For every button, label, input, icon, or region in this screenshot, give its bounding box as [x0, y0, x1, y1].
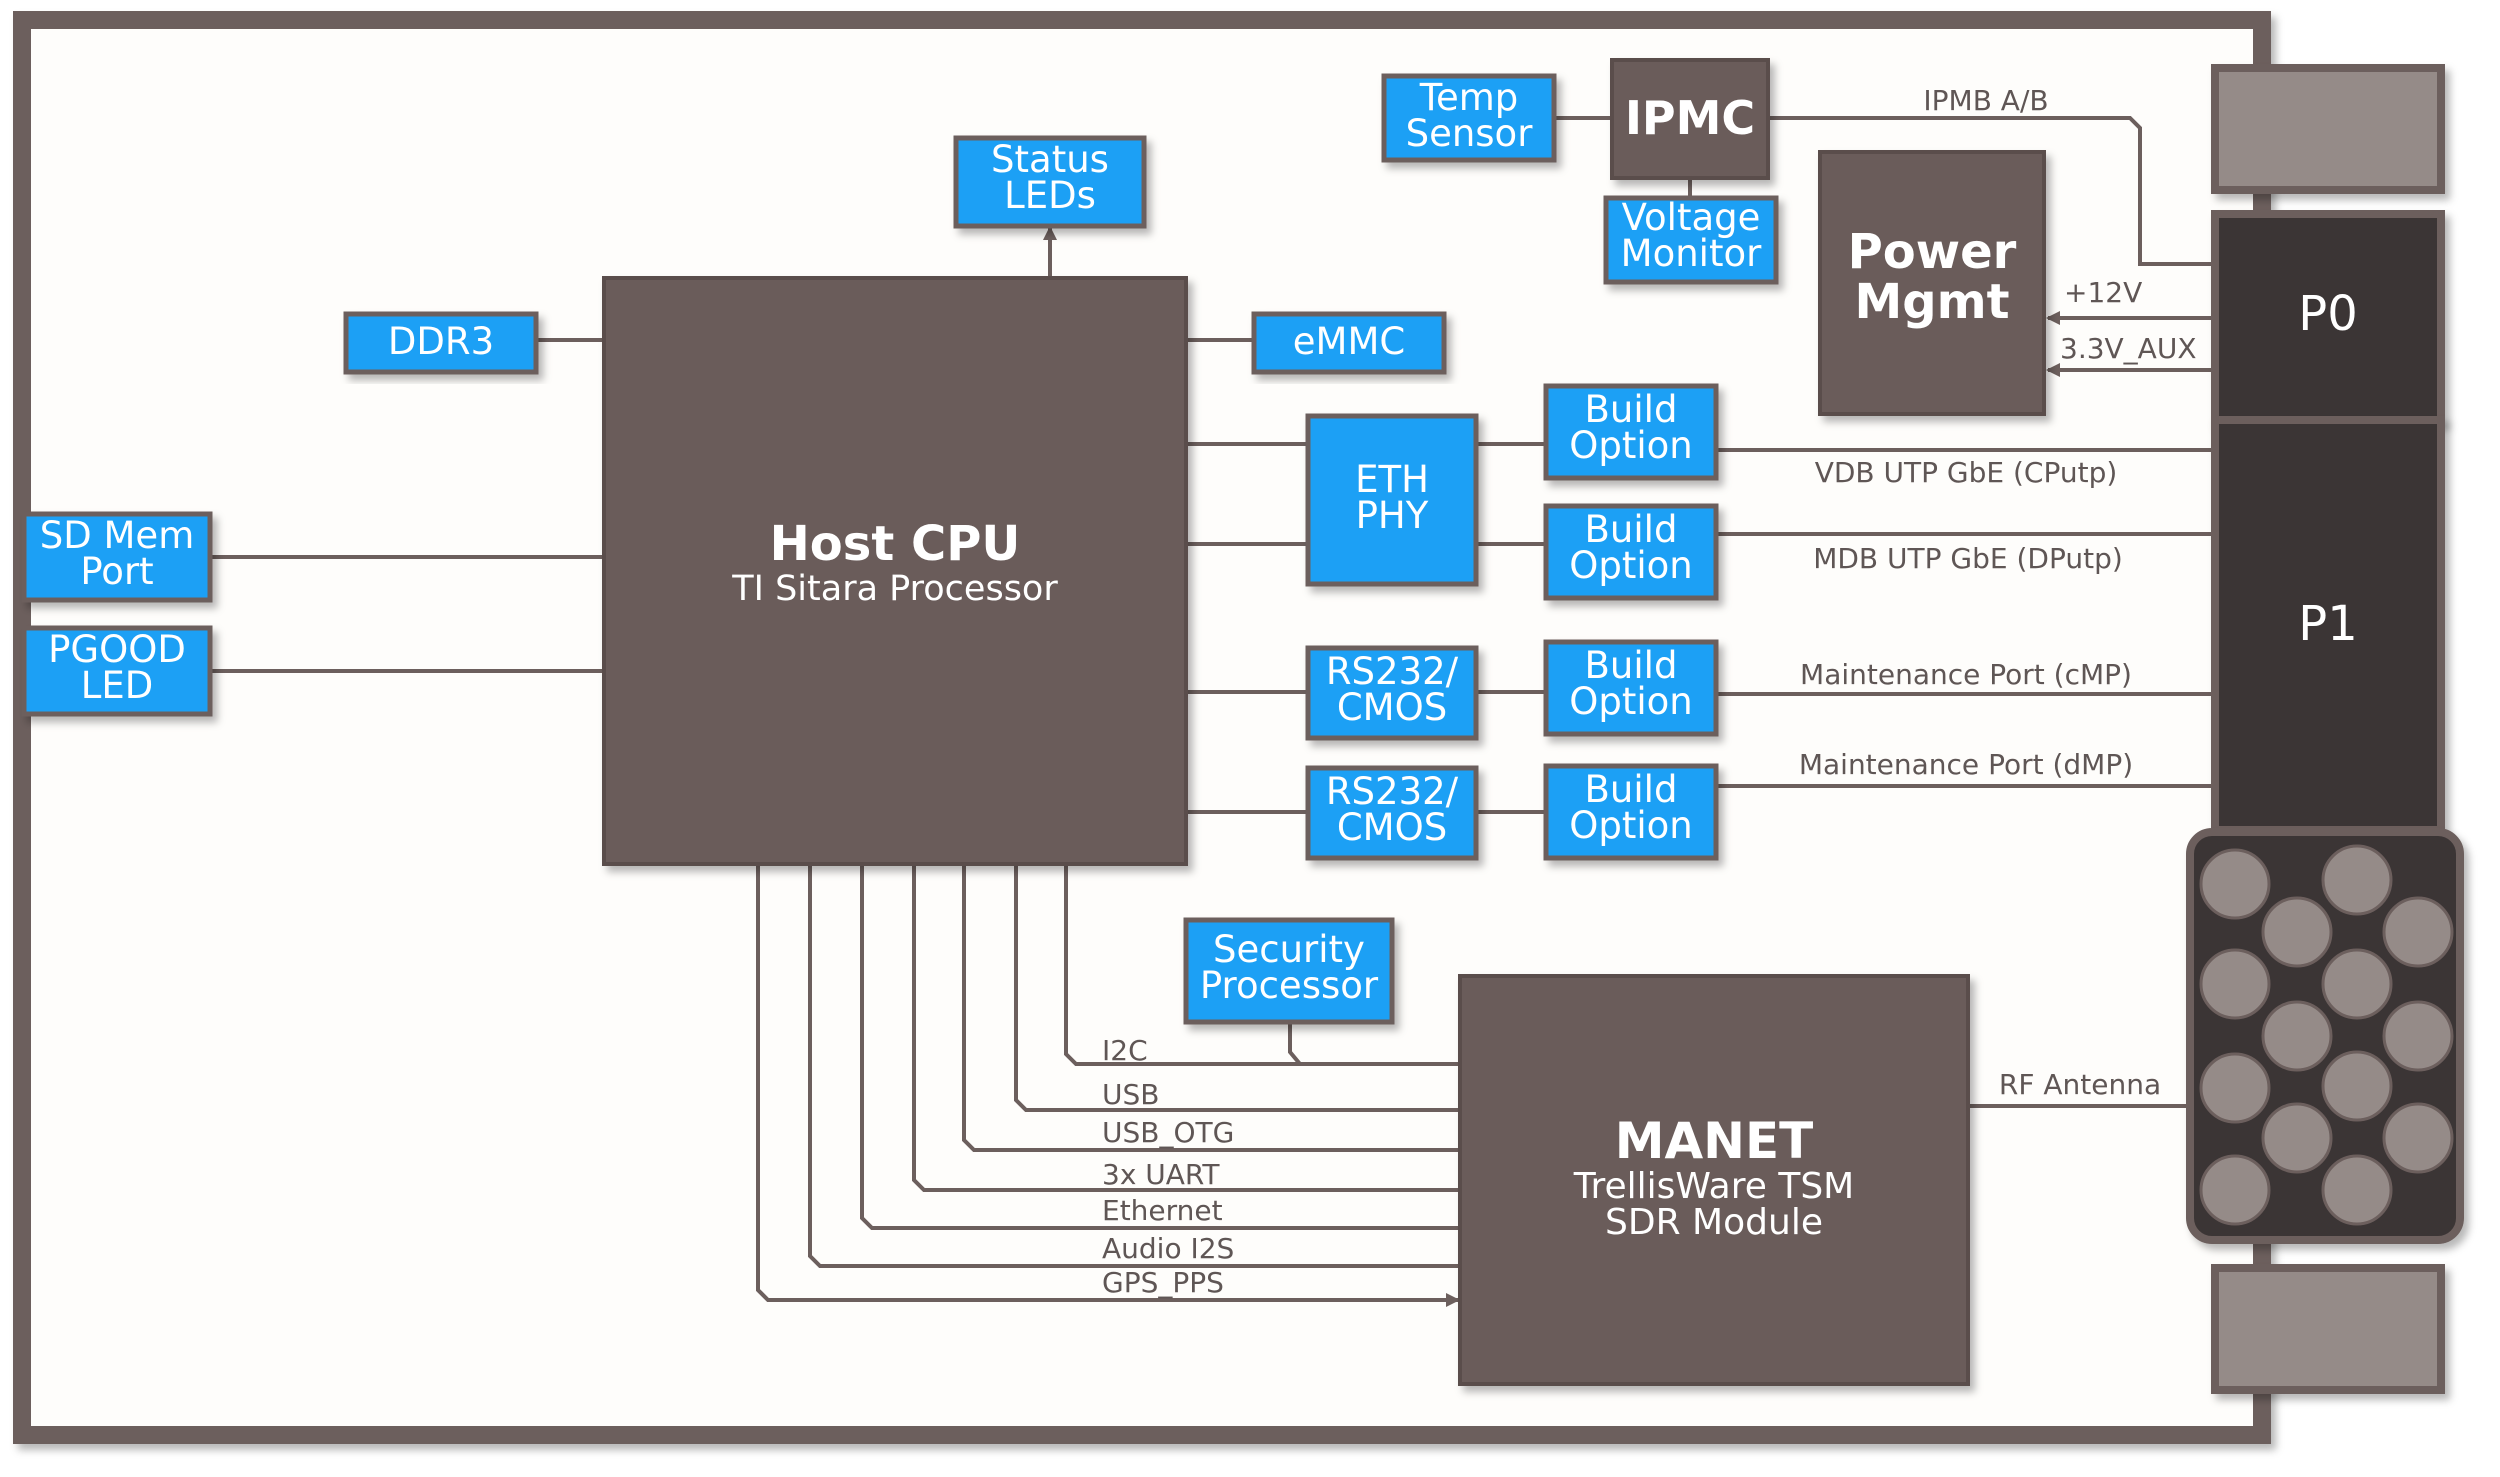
cmp-label: Maintenance Port (cMP): [1800, 658, 2132, 691]
pgood-led-block: PGOOD LED: [21, 625, 213, 717]
status-leds-line1: Status: [991, 138, 1109, 181]
build-option-1-line2: Option: [1569, 424, 1692, 467]
build-option-block-2: Build Option: [1543, 503, 1719, 601]
build-option-4-line1: Build: [1585, 768, 1678, 811]
temp-sensor-line1: Temp: [1419, 76, 1519, 119]
rf-pin: [2382, 1102, 2454, 1174]
rs232-1-line1: RS232/: [1326, 650, 1459, 693]
sd-mem-port-line1: SD Mem: [40, 514, 194, 557]
build-option-block-1: Build Option: [1543, 383, 1719, 481]
eth-phy-line1: ETH: [1355, 458, 1429, 501]
vdb-label: VDB UTP GbE (CPutp): [1815, 456, 2118, 489]
rf-pin: [2321, 1050, 2393, 1122]
build-option-2-line1: Build: [1585, 508, 1678, 551]
dmp-label: Maintenance Port (dMP): [1799, 748, 2133, 781]
bus-label-gps-pps: GPS_PPS: [1102, 1266, 1224, 1299]
sd-mem-port-line2: Port: [80, 550, 153, 593]
rf-pin: [2199, 1154, 2271, 1226]
bus-label-usb: USB: [1102, 1078, 1159, 1111]
rs232-block-2: RS232/ CMOS: [1305, 765, 1479, 861]
pgood-led-line2: LED: [81, 664, 153, 707]
p0-connector: [2211, 210, 2445, 424]
rs232-2-line1: RS232/: [1326, 770, 1459, 813]
ddr3-label: DDR3: [388, 320, 494, 363]
ddr3-block: DDR3: [343, 311, 539, 375]
p1-label: P1: [2298, 596, 2357, 652]
voltage-monitor-line2: Monitor: [1621, 232, 1762, 275]
build-option-2-line2: Option: [1569, 544, 1692, 587]
rf-pin: [2261, 1000, 2333, 1072]
top-connector-cap: [2211, 64, 2445, 194]
rs232-block-1: RS232/ CMOS: [1305, 645, 1479, 741]
build-option-1-line1: Build: [1585, 388, 1678, 431]
manet-block: MANET TrellisWare TSM SDR Module: [1458, 974, 1970, 1386]
manet-line2: SDR Module: [1605, 1202, 1823, 1243]
rf-pin: [2261, 896, 2333, 968]
rf-pin: [2321, 1154, 2393, 1226]
rs232-1-line2: CMOS: [1337, 686, 1447, 729]
rf-pin: [2382, 1000, 2454, 1072]
build-option-4-line2: Option: [1569, 804, 1692, 847]
temp-sensor-block: Temp Sensor: [1381, 73, 1557, 163]
rf-pin: [2261, 1102, 2333, 1174]
mdb-label: MDB UTP GbE (DPutp): [1813, 542, 2123, 575]
pgood-led-line1: PGOOD: [48, 628, 186, 671]
security-processor-line2: Processor: [1200, 964, 1379, 1007]
temp-sensor-line2: Sensor: [1406, 112, 1534, 155]
connection-lines: [210, 116, 2215, 1307]
v12-label: +12V: [2064, 276, 2142, 309]
rf-pin: [2199, 948, 2271, 1020]
ipmc-label: IPMC: [1625, 91, 1755, 145]
security-processor-line1: Security: [1213, 928, 1365, 971]
manet-line1: TrellisWare TSM: [1573, 1166, 1854, 1207]
bus-label-ethernet: Ethernet: [1102, 1194, 1223, 1227]
emmc-label: eMMC: [1293, 320, 1405, 363]
build-option-block-3: Build Option: [1543, 639, 1719, 737]
security-processor-block: Security Processor: [1183, 917, 1395, 1025]
rf-pin: [2199, 848, 2271, 920]
power-mgmt-line2: Mgmt: [1854, 274, 2009, 330]
rf-pin: [2321, 948, 2393, 1020]
bus-label-uart: 3x UART: [1102, 1158, 1220, 1191]
bus-label-i2c: I2C: [1102, 1034, 1148, 1067]
host-cpu-subtitle: TI Sitara Processor: [731, 569, 1058, 609]
manet-title: MANET: [1615, 1112, 1814, 1170]
host-cpu-title: Host CPU: [770, 516, 1021, 572]
rs232-2-line2: CMOS: [1337, 806, 1447, 849]
emmc-block: eMMC: [1251, 311, 1447, 375]
host-cpu-block: Host CPU TI Sitara Processor: [602, 276, 1188, 866]
rf-pin: [2199, 1052, 2271, 1124]
bus-label-usb-otg: USB_OTG: [1102, 1116, 1234, 1149]
eth-phy-line2: PHY: [1356, 494, 1429, 537]
status-leds-line2: LEDs: [1004, 174, 1096, 217]
rf-pin: [2321, 844, 2393, 916]
rf-connector-pins: [2199, 844, 2454, 1226]
power-mgmt-block: Power Mgmt: [1818, 150, 2046, 416]
v33aux-label: 3.3V_AUX: [2060, 332, 2197, 365]
ipmc-block: IPMC: [1610, 58, 1770, 180]
line-labels: IPMB A/B +12V 3.3V_AUX VDB UTP GbE (CPut…: [1102, 84, 2197, 1299]
rf-antenna-label: RF Antenna: [1999, 1068, 2161, 1101]
status-leds-block: Status LEDs: [953, 135, 1147, 229]
bus-label-audio-i2s: Audio I2S: [1102, 1232, 1234, 1265]
build-option-3-line1: Build: [1585, 644, 1678, 687]
backplane-connectors: P0 P1: [2186, 64, 2464, 1394]
build-option-3-line2: Option: [1569, 680, 1692, 723]
voltage-monitor-line1: Voltage: [1622, 196, 1761, 239]
p0-label: P0: [2298, 286, 2357, 342]
sd-mem-port-block: SD Mem Port: [21, 511, 213, 603]
build-option-block-4: Build Option: [1543, 763, 1719, 861]
bottom-connector-cap: [2211, 1264, 2445, 1394]
ipmb-label: IPMB A/B: [1923, 84, 2048, 117]
eth-phy-block: ETH PHY: [1305, 413, 1479, 587]
p1-connector: [2211, 416, 2445, 834]
voltage-monitor-block: Voltage Monitor: [1603, 195, 1779, 285]
power-mgmt-line1: Power: [1848, 224, 2017, 280]
rf-pin: [2382, 896, 2454, 968]
